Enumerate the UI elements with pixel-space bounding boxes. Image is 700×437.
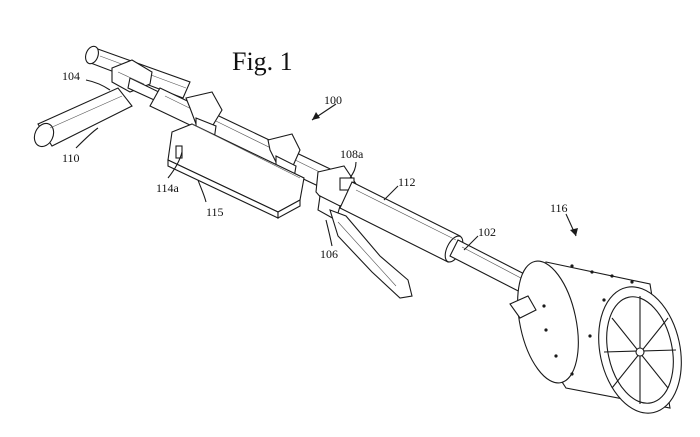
label-104: 104 — [62, 69, 80, 83]
label-114a: 114a — [156, 181, 180, 195]
label-100: 100 — [324, 93, 342, 107]
label-112: 112 — [398, 175, 416, 189]
label-115: 115 — [206, 205, 224, 219]
label-106: 106 — [320, 247, 338, 261]
figure-title: Fig. 1 — [232, 47, 293, 76]
label-108a: 108a — [340, 147, 364, 161]
label-116: 116 — [550, 201, 568, 215]
label-110: 110 — [62, 151, 80, 165]
fan-housing-116 — [508, 256, 693, 421]
grip-110 — [31, 88, 132, 150]
label-102: 102 — [478, 225, 496, 239]
